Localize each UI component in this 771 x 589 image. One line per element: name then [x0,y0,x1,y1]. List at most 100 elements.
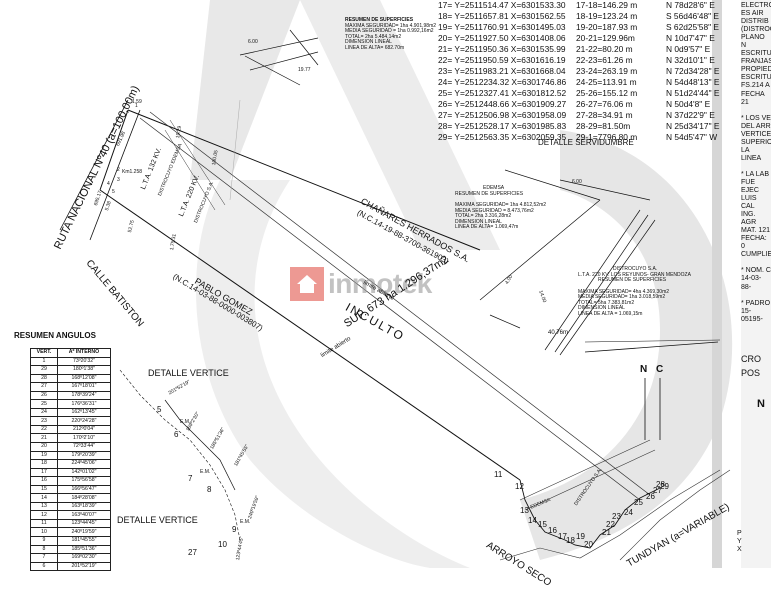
coord-side: 21-22=80.20 m [576,44,633,54]
survey-drawing [59,0,771,568]
vertex-number: 29 [660,482,669,491]
interior-angle: 184º28'08" [57,493,111,503]
note-cro: CRO [741,353,761,364]
interior-angle: 163º18'39" [57,501,111,512]
summary-line: MEDIA SEGURIDAD = 1ha 0.992,16m2 [345,28,434,34]
note-line: PLANO N [741,34,765,50]
vertex-number: 27 [653,486,662,495]
vertex-number: 17 [558,532,567,541]
coord-bearing: N 51d24'44" E [666,88,720,98]
vertex-id: 7 [30,553,58,563]
route-edge-1 [59,99,129,231]
summary-line: DIMENSION LINEAL [578,305,625,311]
vertex-id: 11 [30,518,58,529]
note-line: * LA LAB [741,170,770,178]
coord-bearing: N 0d9'57" E [666,44,711,54]
vertex-number: 11 [494,470,503,479]
summary-line: DIMENSION LINEAL [455,218,502,225]
servidumbre-distro: DISTROCUYO S.A. L.T.A. 220 KV. LOS REYUN… [578,266,691,317]
interior-angle: 224º45'06" [57,459,111,469]
vertex-id: 26 [30,390,58,401]
angles-header: Aº INTERNO [57,348,111,358]
servidumbre-edemsa: EDEMSA RESUMEN DE SUPERFICIES MAXIMA SEG… [455,185,547,230]
coord-side: 17-18=146.29 m [576,0,638,10]
note-line: FECHA 21 [741,90,765,106]
coord-side: 28-29=81.50m [576,121,631,131]
interior-angle: 72º33'44" [57,442,111,452]
coord-bearing: N 25d34'17" E [666,121,720,131]
interior-angle: 201º52'19" [57,561,111,572]
edge-n: N [757,398,765,410]
summary-line: LINEA DE ALTA= 1.069,47m [455,224,519,230]
summary-line: MAXIMA SEGURIDAD= 1ha 4.901,98m2 [345,22,437,29]
detail-vertice-title-1: DETALLE VERTICE [148,368,229,378]
right-panel-bg [741,0,771,568]
km-label: Km1.258 [122,169,143,175]
watermark-stroke-left [190,0,300,180]
vn-7: 7 [188,474,193,483]
pt-5: 5 [112,189,115,195]
coord-bearing: N 50d4'8" E [666,99,711,109]
serv-dim-1: 6.00 [572,179,582,185]
vertex-number: 12 [515,482,524,491]
interior-angle: 179º20'39" [57,450,111,461]
coord-coord: 27= Y=2512506.98 X=6301958.09 [438,110,567,120]
watermark-brand: inmotek [328,268,432,299]
vertex-id: 15 [30,484,58,495]
detail-vertice-title-2: DETALLE VERTICE [117,515,198,525]
watermark-stroke-a [300,0,500,250]
angles-header: VERT. [30,348,58,358]
vertex-id: 12 [30,510,58,520]
stream-boundary [519,479,661,549]
dim-19-77: 19.77 [298,67,311,73]
parcel-north-boundary [127,109,481,251]
coord-bearing: N 78d28'6" E [666,0,715,10]
interior-angle: 73º20'32" [57,356,111,367]
coord-coord: 22= Y=2511950.59 X=6301616.19 [438,55,566,65]
coord-side: 19-20=187.93 m [576,22,638,32]
em-1: E.M. [180,419,191,425]
interior-angle: 169º02'30" [57,553,111,563]
vertex-number: 26 [646,492,655,501]
house-icon [290,267,324,301]
vertex-id: 21 [30,433,58,443]
coord-coord: 24= Y=2512234.32 X=6301746.86 [438,77,567,87]
vertex-number: 23 [612,512,621,521]
interior-angle: 240º19'59" [57,527,111,538]
vn-9: 9 [232,525,237,534]
surface-summary-top: RESUMEN DE SUPERFICIES MAXIMA SEGURIDAD=… [345,17,437,51]
coord-coord: 20= Y=2511927.50 X=6301408.06 [438,33,566,43]
coord-coord: 25= Y=2512327.41 X=6301812.52 [438,88,567,98]
pt-2: 2 [117,167,120,173]
interior-angle: 180º1'38" [57,365,111,375]
summary-line: DIMENSION LINEAL [345,39,392,45]
vertex-id: 27 [30,382,58,392]
vertex-number: 20 [584,540,593,549]
vertex-number: 18 [566,536,575,545]
note-line: DISTRIB [741,18,769,26]
watermark-arc [196,180,470,568]
note-line: * NOM. C [741,267,771,275]
vertex-id: 23 [30,416,58,426]
summary-line: MEDIA SEGURIDAD= 1ha 3.018,59m2 [578,294,666,300]
summary-line: MAXIMA SEGURIDAD= 1ha 4.812,52m2 [455,202,547,208]
vn-5: 5 [157,405,162,414]
